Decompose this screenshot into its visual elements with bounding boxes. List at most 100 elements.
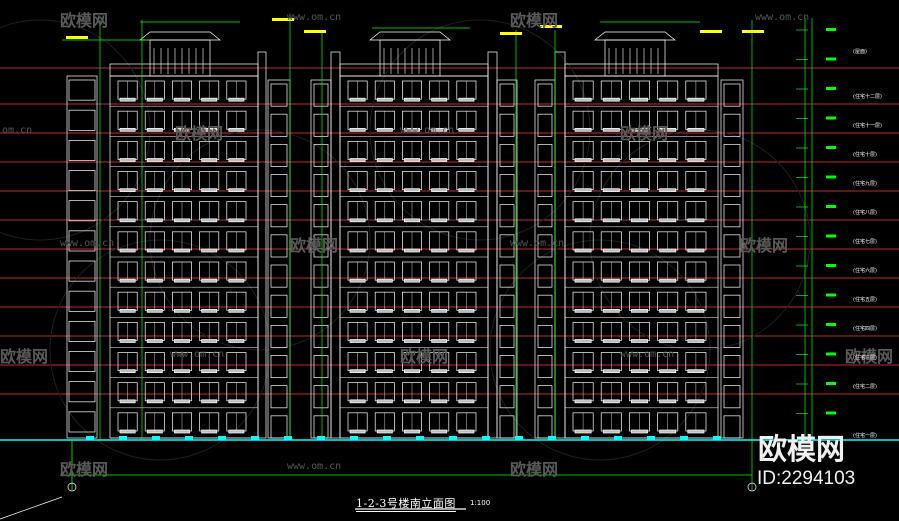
window-sill	[201, 127, 218, 132]
floor-label: (住宅七层)	[853, 239, 877, 245]
window-sill	[659, 97, 677, 102]
annotation-mark	[66, 36, 88, 39]
stair-window	[313, 355, 329, 379]
window-sill	[602, 127, 620, 132]
stair-window	[313, 324, 329, 348]
base-pad	[86, 436, 94, 440]
window-sill	[631, 158, 648, 162]
stair-window	[313, 415, 329, 439]
window-sill	[431, 97, 448, 102]
base-pad	[449, 436, 457, 440]
window-sill	[228, 158, 245, 162]
window-sill	[146, 158, 163, 162]
watermark-logo: 欧模网	[290, 236, 339, 255]
stair-window	[499, 294, 515, 318]
window-sill	[659, 339, 677, 343]
window-sill	[201, 399, 218, 404]
balcony-panel	[68, 200, 96, 222]
window-sill	[602, 158, 620, 162]
window-sill	[458, 308, 475, 313]
window-sill	[631, 248, 648, 253]
base-pad	[350, 436, 358, 440]
window-sill	[659, 188, 677, 193]
axis-bubble	[67, 482, 77, 492]
window-sill	[404, 188, 420, 193]
balcony-panel	[68, 230, 96, 252]
floor-label: (住宅一层)	[853, 433, 877, 439]
window-sill	[201, 158, 218, 162]
window-sill	[146, 399, 163, 404]
stair-window	[537, 294, 553, 318]
window-sill	[602, 97, 620, 102]
stair-window	[537, 174, 553, 198]
window-sill	[602, 429, 620, 434]
window-sill	[574, 369, 592, 374]
window-sill	[119, 127, 136, 132]
window-sill	[119, 218, 136, 223]
window-sill	[631, 218, 648, 223]
window-sill	[458, 278, 475, 283]
floor-label: (住宅六层)	[853, 268, 877, 274]
stair-window	[499, 113, 515, 137]
watermark-logo: 欧模网	[740, 236, 789, 255]
window-sill	[146, 188, 163, 193]
window-sill	[349, 127, 366, 132]
stair-window	[313, 385, 329, 409]
window-sill	[631, 127, 648, 132]
window-sill	[687, 308, 705, 313]
watermark-logo: 欧模网	[60, 460, 109, 479]
balcony-panel	[68, 411, 96, 433]
stair-window	[537, 324, 553, 348]
watermark-ring	[49, 239, 271, 461]
watermark-logo: 欧模网	[60, 11, 109, 30]
stair-window	[313, 174, 329, 198]
window-sill	[574, 278, 592, 283]
stair-window	[270, 324, 288, 348]
window-sill	[687, 399, 705, 404]
window-sill	[174, 158, 190, 162]
roof-canopy	[369, 31, 451, 41]
elevation-mark	[826, 234, 836, 238]
stair-window	[499, 415, 515, 439]
window-sill	[574, 127, 592, 132]
base-pad	[482, 436, 490, 440]
axis-bubble	[747, 482, 757, 492]
window-sill	[201, 369, 218, 374]
window-sill	[119, 158, 136, 162]
stair-window	[723, 355, 741, 379]
window-sill	[228, 278, 245, 283]
base-pad	[218, 436, 226, 440]
stair-window	[723, 324, 741, 348]
stair-window	[723, 174, 741, 198]
stair-window	[723, 264, 741, 288]
stair-window	[313, 264, 329, 288]
stair-window	[723, 204, 741, 228]
window-sill	[631, 399, 648, 404]
window-sill	[574, 399, 592, 404]
window-sill	[349, 218, 366, 223]
window-sill	[404, 158, 420, 162]
floor-label: (住宅三层)	[853, 355, 877, 361]
window-sill	[631, 339, 648, 343]
window-sill	[174, 97, 190, 102]
elevation-mark	[826, 28, 836, 31]
window-sill	[404, 248, 420, 253]
window-sill	[602, 188, 620, 193]
window-sill	[631, 97, 648, 102]
window-sill	[687, 369, 705, 374]
window-sill	[146, 308, 163, 313]
window-sill	[659, 369, 677, 374]
window-sill	[458, 97, 475, 102]
window-sill	[146, 369, 163, 374]
watermark-url: om.cn	[2, 125, 33, 136]
annotation-mark	[700, 30, 722, 33]
base-pad	[614, 436, 622, 440]
watermark-logo: 欧模网	[400, 347, 449, 366]
window-sill	[228, 369, 245, 374]
window-sill	[201, 278, 218, 283]
window-sill	[631, 308, 648, 313]
window-sill	[146, 278, 163, 283]
stair-window	[537, 234, 553, 258]
balcony-panel	[68, 290, 96, 312]
floor-label: (住宅十二层)	[853, 94, 882, 100]
